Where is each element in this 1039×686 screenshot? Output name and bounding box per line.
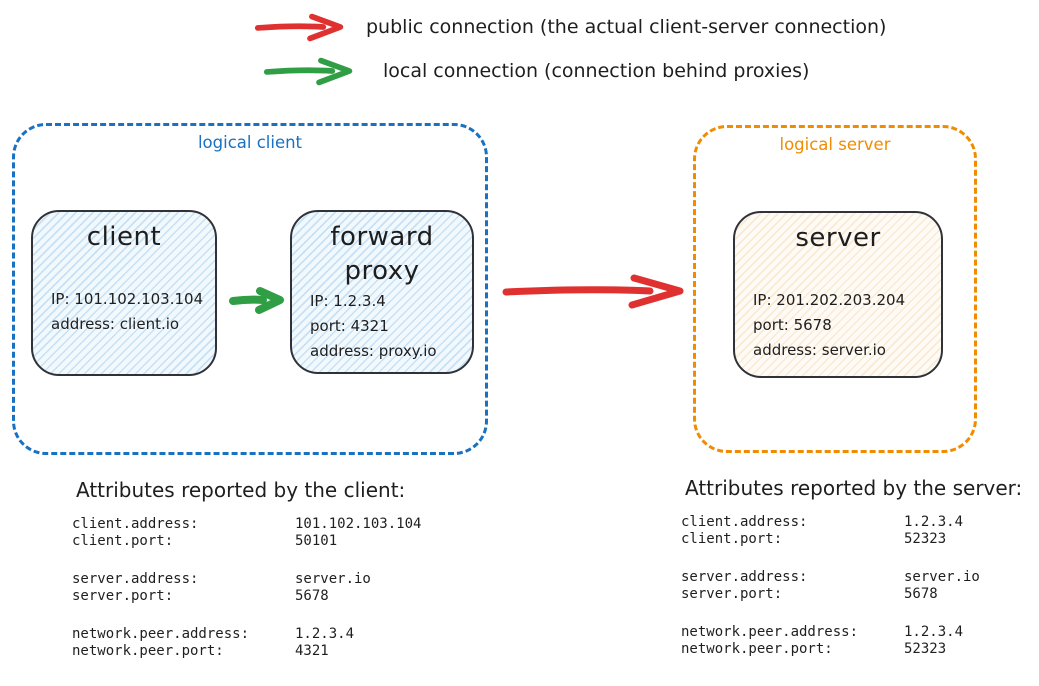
local-connection-arrow-icon <box>263 57 353 86</box>
client-node-details: IP: 101.102.103.104 address: client.io <box>33 287 215 337</box>
attr-value: 5678 <box>295 588 329 604</box>
row-group-gap <box>72 550 492 571</box>
logical-client-label: logical client <box>197 133 303 152</box>
row-group-gap <box>681 603 1039 624</box>
table-row: server.address: server.io <box>72 571 492 588</box>
attr-key: network.peer.port: <box>681 641 833 657</box>
table-row: client.address: 1.2.3.4 <box>681 514 1039 531</box>
client-node: client IP: 101.102.103.104 address: clie… <box>31 210 217 376</box>
attr-key: server.address: <box>72 571 199 587</box>
local-connection-label: local connection (connection behind prox… <box>383 60 810 82</box>
legend-local-connection: local connection (connection behind prox… <box>262 56 809 86</box>
table-row: server.address: server.io <box>681 569 1039 586</box>
table-row: client.address: 101.102.103.104 <box>72 516 492 533</box>
client-attributes-block: Attributes reported by the client: clien… <box>72 478 492 660</box>
attr-key: server.port: <box>681 586 783 602</box>
forward-proxy-node-details: IP: 1.2.3.4 port: 4321 address: proxy.io <box>292 289 472 364</box>
attr-key: client.port: <box>681 531 783 547</box>
server-address: address: server.io <box>753 341 886 359</box>
attr-key: server.port: <box>72 588 174 604</box>
table-row: network.peer.address: 1.2.3.4 <box>72 626 492 643</box>
table-row: network.peer.port: 52323 <box>681 641 1039 658</box>
client-attributes-heading: Attributes reported by the client: <box>76 478 406 502</box>
client-address: address: client.io <box>51 315 180 333</box>
attr-value: server.io <box>295 571 371 587</box>
public-connection-arrow-icon <box>254 13 344 42</box>
server-port: port: 5678 <box>753 316 832 334</box>
attr-value: 1.2.3.4 <box>904 624 964 640</box>
proxy-address: address: proxy.io <box>310 342 437 360</box>
forward-proxy-title-line1: forward <box>330 222 434 252</box>
attr-value: server.io <box>904 569 980 585</box>
forward-proxy-node-title: forward proxy <box>292 220 472 288</box>
local-connection-mid-arrow-icon <box>229 287 284 314</box>
attr-value: 52323 <box>904 531 947 547</box>
attr-key: client.address: <box>681 514 808 530</box>
public-connection-main-arrow-icon <box>502 274 684 309</box>
attr-value: 1.2.3.4 <box>295 626 355 642</box>
logical-client-group: logical client client IP: 101.102.103.10… <box>12 123 488 455</box>
attr-value: 5678 <box>904 586 938 602</box>
client-attributes-table: client.address: 101.102.103.104 client.p… <box>72 516 492 660</box>
attr-key: network.peer.port: <box>72 643 224 659</box>
server-node-details: IP: 201.202.203.204 port: 5678 address: … <box>735 288 941 363</box>
logical-server-group: logical server server IP: 201.202.203.20… <box>693 125 977 453</box>
attr-value: 101.102.103.104 <box>295 516 422 532</box>
attr-key: client.address: <box>72 516 199 532</box>
attr-value: 50101 <box>295 533 338 549</box>
server-attributes-heading: Attributes reported by the server: <box>685 476 1023 500</box>
server-ip: IP: 201.202.203.204 <box>753 291 906 309</box>
forward-proxy-node: forward proxy IP: 1.2.3.4 port: 4321 add… <box>290 210 474 374</box>
table-row: network.peer.port: 4321 <box>72 643 492 660</box>
table-row: network.peer.address: 1.2.3.4 <box>681 624 1039 641</box>
table-row: server.port: 5678 <box>681 586 1039 603</box>
proxy-port: port: 4321 <box>310 317 389 335</box>
attr-key: client.port: <box>72 533 174 549</box>
attr-key: network.peer.address: <box>72 626 250 642</box>
attr-value: 1.2.3.4 <box>904 514 964 530</box>
row-group-gap <box>681 548 1039 569</box>
server-attributes-block: Attributes reported by the server: clien… <box>681 476 1039 658</box>
attr-key: server.address: <box>681 569 808 585</box>
server-node-title: server <box>795 223 881 253</box>
client-node-title: client <box>86 222 162 252</box>
row-group-gap <box>72 605 492 626</box>
server-attributes-table: client.address: 1.2.3.4 client.port: 523… <box>681 514 1039 658</box>
table-row: client.port: 50101 <box>72 533 492 550</box>
forward-proxy-title-line2: proxy <box>344 256 420 286</box>
client-ip: IP: 101.102.103.104 <box>51 290 204 308</box>
attr-value: 4321 <box>295 643 329 659</box>
public-connection-label: public connection (the actual client-ser… <box>366 16 887 38</box>
table-row: client.port: 52323 <box>681 531 1039 548</box>
attr-value: 52323 <box>904 641 947 657</box>
server-node: server IP: 201.202.203.204 port: 5678 ad… <box>733 211 943 378</box>
logical-server-label: logical server <box>779 135 891 154</box>
legend-public-connection: public connection (the actual client-ser… <box>253 12 886 42</box>
table-row: server.port: 5678 <box>72 588 492 605</box>
proxy-ip: IP: 1.2.3.4 <box>310 292 386 310</box>
attr-key: network.peer.address: <box>681 624 859 640</box>
